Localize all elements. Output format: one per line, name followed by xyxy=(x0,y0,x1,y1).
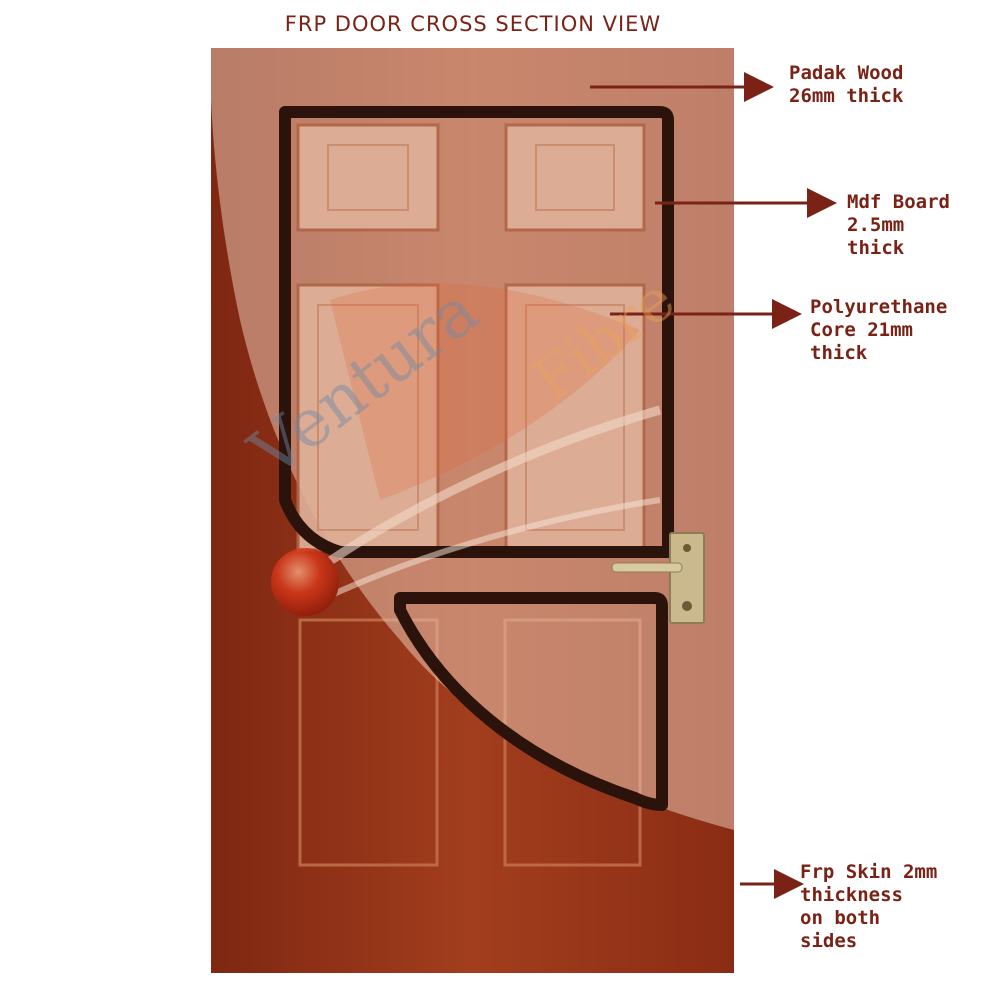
label-polyurethane-core: Polyurethane Core 21mm thick xyxy=(810,296,948,364)
panel-inner xyxy=(317,144,625,531)
lower-frame-line xyxy=(394,592,668,811)
label-mdf-board: Mdf Board 2.5mm thick xyxy=(847,191,950,259)
label-frp-skin: Frp Skin 2mm thickness on both sides xyxy=(800,861,938,952)
ventura-logo xyxy=(271,283,662,616)
cross-section-overlay xyxy=(211,48,734,830)
diagram-title: FRP DOOR CROSS SECTION VIEW xyxy=(284,12,662,36)
label-padak-wood: Padak Wood 26mm thick xyxy=(789,62,904,107)
door-handle xyxy=(611,532,705,624)
